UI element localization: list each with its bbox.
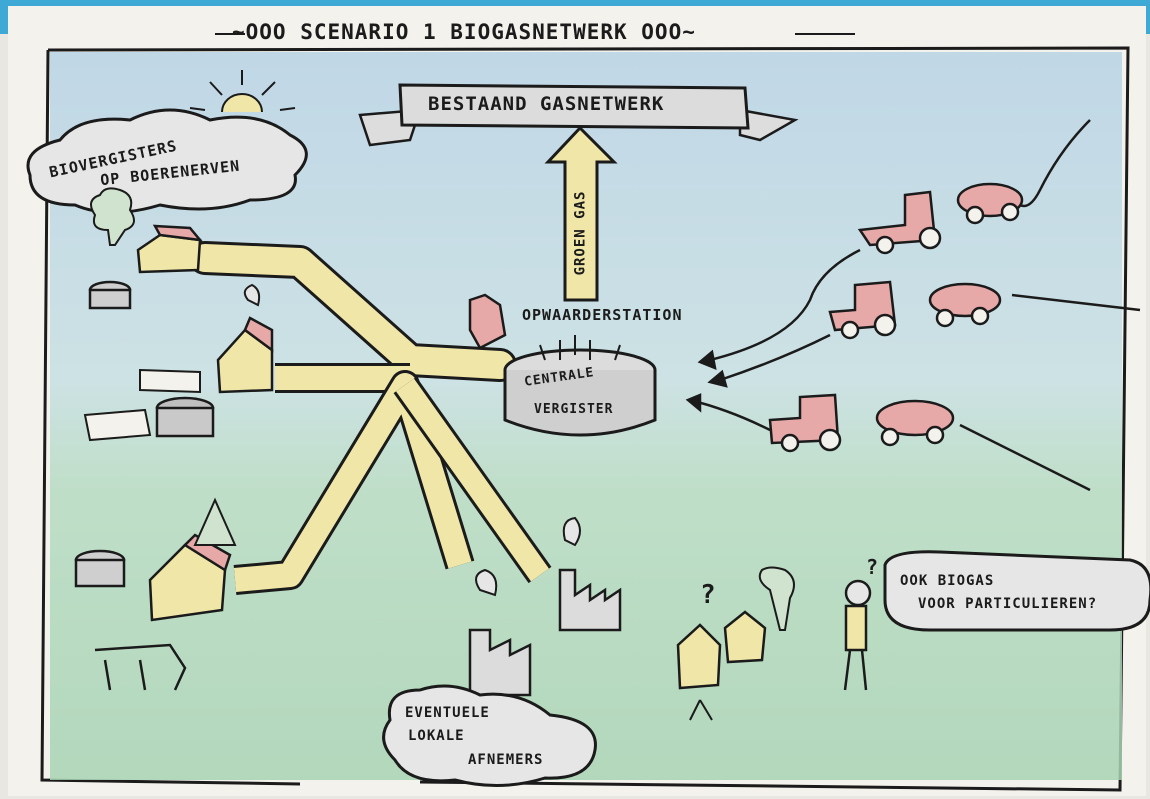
page-title: ~OOO SCENARIO 1 BIOGASNETWERK OOO~ bbox=[232, 20, 696, 44]
sun-icon bbox=[189, 70, 296, 113]
green-gas-label: GROEN GAS bbox=[572, 190, 589, 276]
truck-2 bbox=[828, 280, 1002, 340]
existing-network-banner bbox=[358, 83, 799, 147]
farm-1 bbox=[88, 187, 203, 310]
consumers-cloud bbox=[382, 684, 597, 787]
pipe-network bbox=[188, 241, 552, 595]
farm-2 bbox=[83, 283, 274, 442]
consumers-label-line1: EVENTUELE bbox=[405, 705, 490, 721]
question-mark-houses: ? bbox=[700, 580, 717, 610]
consumers-label-line3: AFNEMERS bbox=[468, 752, 544, 768]
drawing-frame bbox=[40, 46, 1130, 792]
truck-3 bbox=[768, 393, 955, 453]
delivery-routes bbox=[685, 119, 1141, 492]
farm-3 bbox=[74, 497, 237, 691]
private-question-line2: VOOR PARTICULIEREN? bbox=[918, 596, 1098, 612]
factory-1 bbox=[468, 568, 532, 697]
question-mark-person: ? bbox=[866, 555, 880, 579]
factory-2 bbox=[558, 516, 622, 632]
private-speech-bubble bbox=[883, 550, 1150, 632]
truck-1 bbox=[857, 182, 1024, 255]
person-figure bbox=[843, 579, 872, 691]
houses-group bbox=[676, 566, 795, 721]
central-digester bbox=[468, 293, 657, 437]
central-digester-label-line2: VERGISTER bbox=[534, 402, 614, 417]
upgrade-station-label: OPWAARDERSTATION bbox=[522, 306, 683, 324]
private-question-line1: OOK BIOGAS bbox=[900, 573, 995, 589]
consumers-label-line2: LOKALE bbox=[408, 728, 465, 744]
green-gas-arrow bbox=[544, 125, 618, 302]
existing-network-label: BESTAAND GASNETWERK bbox=[428, 93, 665, 115]
